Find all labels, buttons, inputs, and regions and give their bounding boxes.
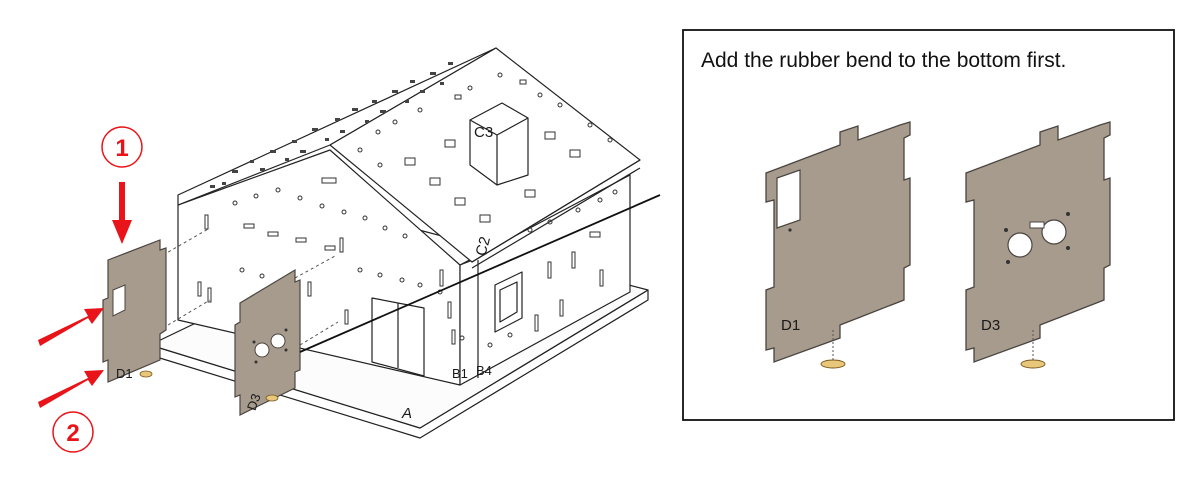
chimney-c3 xyxy=(469,102,529,186)
label-d3-main: D3 xyxy=(244,392,264,413)
rubber-bend-d3-inset xyxy=(1020,359,1046,369)
house-holes xyxy=(197,79,604,345)
label-b1: B1 xyxy=(452,366,468,381)
step-1-marker: 1 xyxy=(101,126,143,168)
step-2-number: 2 xyxy=(66,420,79,447)
label-d1-main: D1 xyxy=(116,366,133,381)
label-d3-inset: D3 xyxy=(981,317,1000,334)
house-assembly xyxy=(149,47,649,439)
zoom-connector-line xyxy=(299,194,661,353)
label-c2: C2 xyxy=(473,235,494,258)
inset-panel-d3: D3 xyxy=(965,121,1111,369)
instruction-text: Add the rubber bend to the bottom first. xyxy=(701,49,1066,72)
label-d1-inset: D1 xyxy=(781,317,800,334)
panel-d3-main: D3 xyxy=(234,268,301,416)
inset-panel-d1: D1 xyxy=(765,121,911,369)
rubber-bend-d3-main xyxy=(265,394,279,402)
arrow-diagonal-icon xyxy=(38,308,104,408)
label-b4: B4 xyxy=(476,363,492,378)
step-2-marker: 2 xyxy=(52,411,94,453)
arrow-down-icon xyxy=(112,182,132,244)
guide-lines xyxy=(162,227,339,346)
rubber-bend-d1-inset xyxy=(820,359,846,369)
roof-perforations xyxy=(210,62,453,188)
label-c3: C3 xyxy=(474,124,493,141)
step-1-number: 1 xyxy=(115,135,128,162)
label-a: A xyxy=(401,405,412,422)
rubber-bend-d1-main xyxy=(139,370,153,378)
panel-d1-main: D1 xyxy=(102,239,167,383)
